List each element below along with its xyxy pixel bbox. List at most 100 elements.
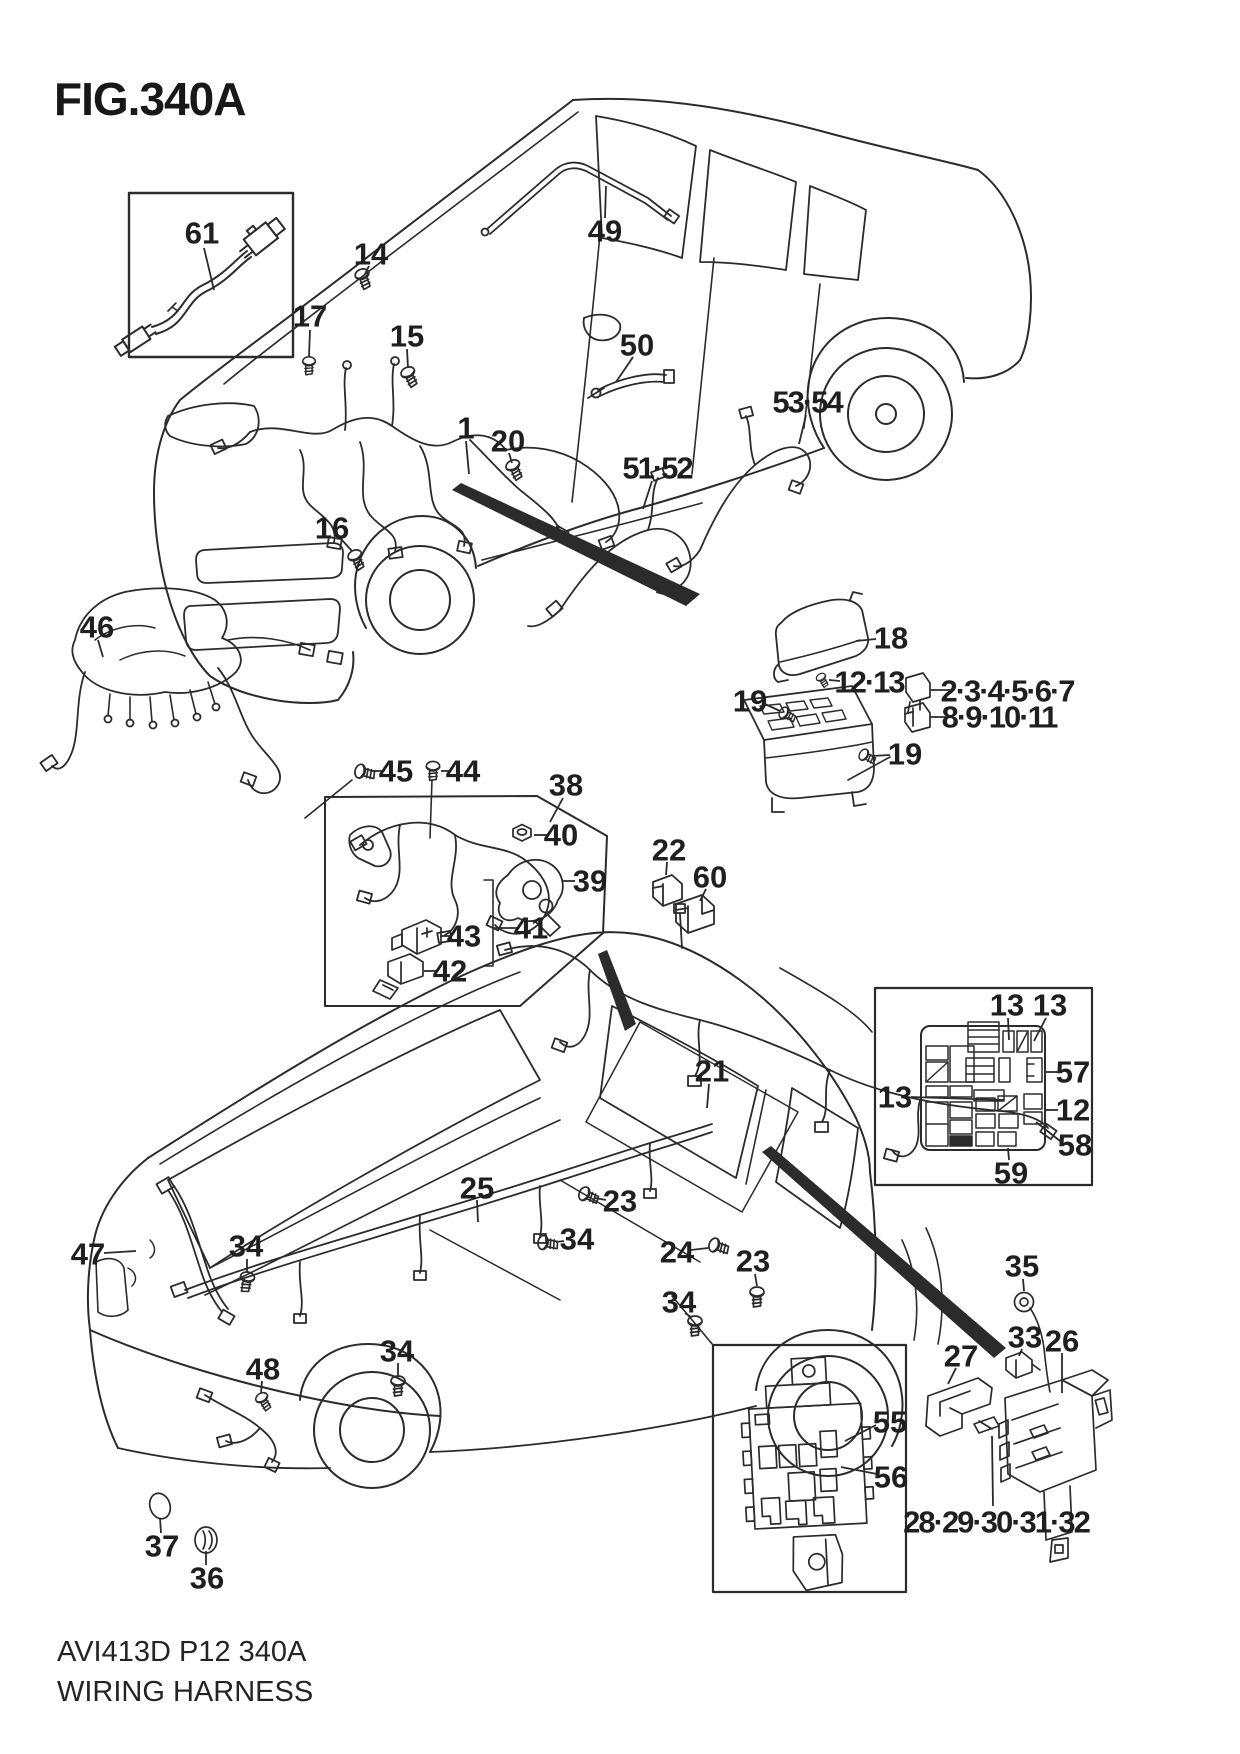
callout-24: 24 xyxy=(660,1235,695,1270)
leader-line xyxy=(910,1096,1005,1101)
screw-48 xyxy=(253,1389,275,1414)
callout-42: 42 xyxy=(433,954,467,989)
callout-45: 45 xyxy=(379,754,413,789)
inset-fuse-box-side xyxy=(671,1295,908,1594)
callout-34: 34 xyxy=(560,1222,595,1257)
callout-34: 34 xyxy=(380,1334,415,1369)
screw-12-13 xyxy=(814,671,832,690)
callout-13: 13 xyxy=(878,1080,912,1115)
screw-19b xyxy=(856,746,879,768)
callout-37: 37 xyxy=(145,1529,179,1564)
leader-line xyxy=(642,480,653,510)
leader-line xyxy=(406,348,409,369)
leader-line xyxy=(690,1247,709,1251)
leader-line xyxy=(103,1250,137,1254)
leader-line xyxy=(260,1380,263,1394)
relay-43 xyxy=(391,919,442,955)
leader-line xyxy=(706,1083,710,1109)
callout-51·52: 51·52 xyxy=(622,451,692,486)
callout-23: 23 xyxy=(603,1184,637,1219)
screw-24 xyxy=(706,1235,732,1258)
screw-23b xyxy=(749,1286,765,1308)
callout-36: 36 xyxy=(190,1561,224,1596)
leader-line xyxy=(203,247,215,291)
callout-50: 50 xyxy=(620,328,654,363)
leader-line xyxy=(764,703,781,712)
leader-line xyxy=(947,1367,957,1385)
leader-line xyxy=(549,797,564,823)
leader-line xyxy=(615,356,634,383)
catalog-code: AVI413D P12 340A xyxy=(57,1636,307,1668)
leader-line xyxy=(840,1466,878,1475)
leader-line xyxy=(508,452,513,464)
leader-line xyxy=(555,1240,565,1243)
callout-49: 49 xyxy=(588,214,622,249)
bracket-27 xyxy=(925,1377,993,1437)
callout-57: 57 xyxy=(1056,1055,1090,1090)
callout-26: 26 xyxy=(1045,1324,1079,1359)
leader-line xyxy=(754,1273,758,1287)
callout-46: 46 xyxy=(80,610,114,645)
leader-line xyxy=(1022,1278,1025,1292)
leader-line xyxy=(340,538,353,552)
figure-name: WIRING HARNESS xyxy=(57,1676,314,1708)
callout-2·3·4·5·6·7: 2·3·4·5·6·7 xyxy=(940,674,1074,709)
leader-line xyxy=(871,754,891,757)
callout-19: 19 xyxy=(733,684,767,719)
leader-line xyxy=(1007,1017,1010,1041)
leader-line xyxy=(844,1424,877,1442)
callout-18: 18 xyxy=(874,621,908,656)
callout-19: 19 xyxy=(888,737,922,772)
leader-line xyxy=(594,1197,607,1201)
roof-wire-49 xyxy=(480,161,681,237)
callout-55: 55 xyxy=(873,1405,907,1440)
callout-34: 34 xyxy=(229,1229,264,1264)
screw-23a xyxy=(575,1184,602,1208)
grommet-36 xyxy=(194,1526,218,1554)
callout-35: 35 xyxy=(1005,1249,1039,1284)
engine-harness-1 xyxy=(209,356,621,560)
callout-53·54: 53·54 xyxy=(772,385,844,420)
pointer-arrow-2 xyxy=(762,1146,1006,1358)
leader-line xyxy=(1018,1348,1023,1357)
leader-line xyxy=(855,638,877,642)
callout-47: 47 xyxy=(71,1237,105,1272)
callout-59: 59 xyxy=(994,1156,1028,1191)
leader-line xyxy=(1033,1017,1047,1042)
leader-line xyxy=(97,639,104,658)
callout-41: 41 xyxy=(514,911,548,946)
callout-25: 25 xyxy=(460,1171,494,1206)
callout-8·9·10·11: 8·9·10·11 xyxy=(942,700,1058,735)
callout-33: 33 xyxy=(1008,1320,1042,1355)
screw-44 xyxy=(425,760,441,782)
callout-12·13: 12·13 xyxy=(834,665,905,700)
fuse-box-cover-18 xyxy=(773,591,869,683)
upper-vehicle-illustration xyxy=(153,97,1032,704)
pointer-arrow-1 xyxy=(452,483,700,606)
relay-42 xyxy=(372,953,424,1000)
bracket-part-39 xyxy=(495,858,564,937)
callout-23: 23 xyxy=(736,1244,770,1279)
figure-title: FIG.340A xyxy=(54,73,246,125)
rear-harness-48 xyxy=(195,1387,281,1473)
leader-line xyxy=(465,440,470,475)
leader-line xyxy=(364,265,370,275)
callout-40: 40 xyxy=(544,818,578,853)
relay-60 xyxy=(675,894,715,934)
wire-50 xyxy=(587,369,675,399)
screw-17 xyxy=(301,355,317,376)
callout-28·29·30·31·32: 28·29·30·31·32 xyxy=(903,1505,1089,1540)
fuse-28-32 xyxy=(973,1416,1000,1434)
relay-33 xyxy=(1005,1351,1041,1379)
leader-line xyxy=(308,329,311,357)
leader-line xyxy=(798,414,807,445)
callout-13: 13 xyxy=(990,988,1024,1023)
relay-8-11 xyxy=(904,702,931,733)
leader-line xyxy=(665,861,668,876)
nut-40 xyxy=(512,823,532,842)
callout-15: 15 xyxy=(390,319,424,354)
callout-21: 21 xyxy=(695,1054,729,1089)
